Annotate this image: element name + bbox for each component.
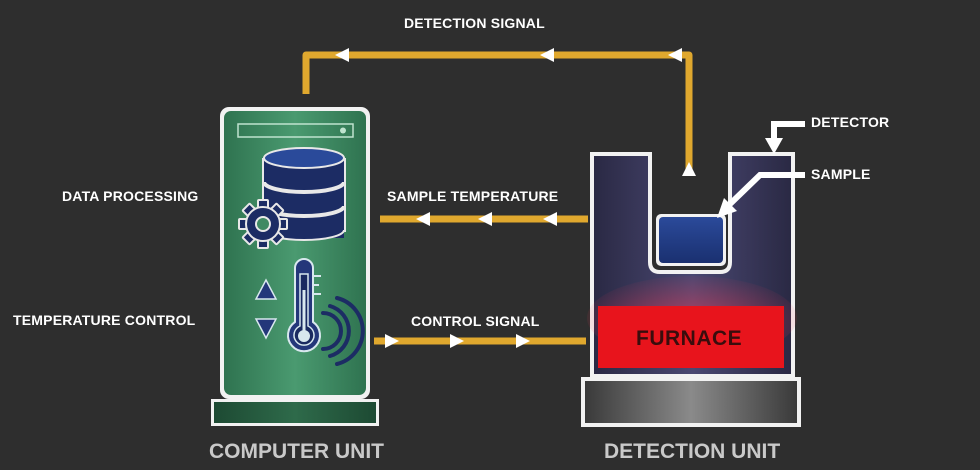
detector-label: DETECTOR [811, 114, 890, 130]
detection-arrow-up [682, 162, 696, 176]
control-arrow-right-2 [450, 334, 464, 348]
furnace-label: FURNACE [636, 327, 743, 350]
furnace-block [598, 306, 784, 368]
temperature-control-label: TEMPERATURE CONTROL [13, 312, 196, 328]
sample-temperature-path [380, 212, 588, 226]
gear-icon [238, 199, 288, 249]
sample-temperature-label: SAMPLE TEMPERATURE [387, 188, 559, 204]
sample-pointer [717, 172, 805, 218]
detection-arrow-left-3 [668, 48, 682, 62]
detector-pointer [765, 121, 805, 154]
down-arrow-icon [254, 318, 278, 340]
control-arrow-right-1 [385, 334, 399, 348]
detection-unit-label: DETECTION UNIT [604, 440, 781, 463]
thermometer-icon [287, 258, 365, 366]
power-led [340, 127, 346, 134]
control-signal-label: CONTROL SIGNAL [411, 313, 540, 329]
computer-unit-label: COMPUTER UNIT [209, 440, 384, 463]
temperature-arrow-left-2 [478, 212, 492, 226]
computer-unit [211, 107, 379, 426]
detection-signal-path [302, 48, 696, 176]
up-arrow-icon [254, 278, 278, 300]
temperature-arrow-left-3 [543, 212, 557, 226]
detection-signal-label: DETECTION SIGNAL [404, 15, 545, 31]
detection-unit [581, 152, 801, 427]
detection-arrow-left-1 [335, 48, 349, 62]
control-arrow-right-3 [516, 334, 530, 348]
sample-label: SAMPLE [811, 166, 871, 182]
control-signal-path [374, 334, 586, 348]
drive-slot [237, 123, 354, 138]
data-processing-label: DATA PROCESSING [62, 188, 199, 204]
temperature-arrow-left-1 [416, 212, 430, 226]
detection-arrow-left-2 [540, 48, 554, 62]
